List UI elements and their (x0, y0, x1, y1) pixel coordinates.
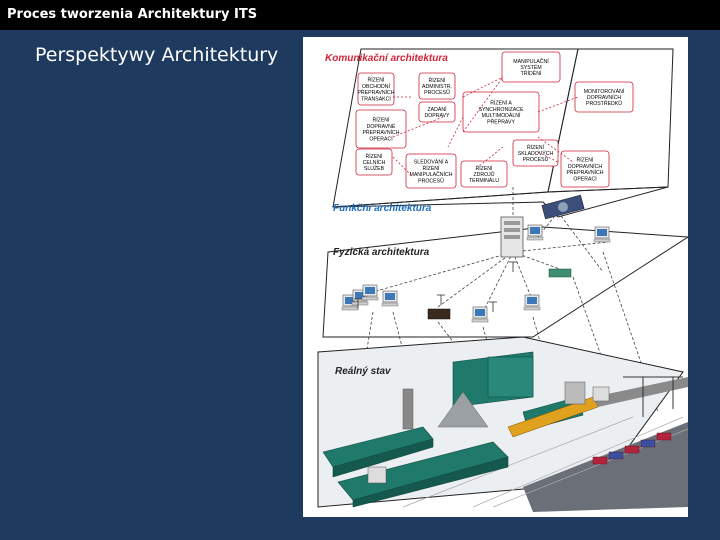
function-box-line: MONITOROVÁNÍ (584, 88, 625, 95)
chimney-icon (403, 389, 413, 429)
computer-icon (524, 295, 540, 310)
function-box-line: ŘÍZENÍ (365, 152, 383, 160)
layer-label-communication: Komunikační architektura (325, 53, 448, 64)
computer-icon (382, 291, 398, 306)
slide-header: Proces tworzenia Architektury ITS (0, 0, 720, 30)
function-box-line: ŘÍZENÍ (367, 76, 385, 84)
layer-label-functional: Funkční architektura (333, 203, 432, 214)
function-box-line: CELNÍCH (363, 159, 386, 166)
function-box-line: PŘEPRAVNÍCH (566, 168, 603, 176)
function-box-line: OBCHODNÍ (362, 83, 391, 90)
function-box-line: TRANSAKCÍ (361, 95, 391, 102)
function-box-line: DOPRAVNÉ (367, 123, 396, 130)
function-box-line: ZADÁNÍ (427, 106, 447, 113)
function-box-line: SYSTÉM (520, 64, 541, 71)
function-box-line: TERMINÁLU (469, 177, 499, 184)
function-box-line: ŘÍZENÍ (372, 116, 390, 124)
function-box-line: MANIPULAČNÍCH (410, 171, 453, 178)
function-box-line: SKLADOVÝCH (518, 150, 554, 157)
function-box-line: PROSTŘEDKŮ (586, 99, 622, 107)
function-box-line: PROCESŮ (418, 177, 444, 184)
function-box-line: PŘEPRAVNÍCH (357, 88, 394, 96)
function-box-line: PŘEPRAVNÍCH (362, 128, 399, 136)
vehicle-unit-icon (549, 269, 571, 277)
function-box-line: PROCESŮ (523, 156, 549, 163)
function-box-line: ŘÍZENÍ (475, 164, 493, 172)
slide-subtitle: Perspektywy Architektury (35, 44, 278, 66)
function-box-line: DOPRAVNÍCH (587, 94, 621, 101)
function-box-line: ŘÍZENÍ (422, 164, 440, 172)
function-box-line: PŘEPRAVY (487, 117, 515, 125)
function-box-line: SYNCHRONIZACE (479, 107, 525, 113)
function-box-line: SLUŽEB (364, 164, 385, 172)
computer-icon (362, 285, 378, 300)
function-box-line: OPERACÍ (369, 135, 393, 142)
function-box-line: DOPRAVNÍCH (568, 163, 602, 170)
radio-icon (428, 309, 450, 319)
function-box-line: SLEDOVÁNÍ A (414, 159, 449, 166)
computer-icon (527, 225, 543, 240)
function-box-line: MANIPULAČNÍ (513, 58, 549, 65)
computer-icon (594, 227, 610, 242)
function-box-line: DOPRAVY (425, 113, 451, 119)
function-box-line: ZDROJŮ (473, 171, 494, 178)
architecture-diagram: Komunikační architektura Funkční archite… (303, 37, 688, 517)
function-box-line: PROCESŮ (424, 89, 450, 96)
computer-icon (472, 307, 488, 322)
function-box-b5: ŘÍZENÍ ASYNCHRONIZACEMULTIMODÁLNÍPŘEPRAV… (463, 92, 539, 132)
layer-label-real: Reálný stav (335, 366, 392, 377)
layer-label-physical: Fyzická architektura (333, 247, 430, 258)
function-box-line: ADMINISTR. (422, 84, 452, 90)
function-box-line: TŘÍDĚNÍ (521, 69, 542, 77)
function-box-line: OPERACÍ (573, 175, 597, 182)
function-box-line: ŘÍZENÍ (527, 143, 545, 151)
function-box-line: ŘÍZENÍ (576, 156, 594, 164)
function-box-line: ŘÍZENÍ A (490, 99, 512, 107)
function-box-line: ŘÍZENÍ (428, 76, 446, 84)
function-box-line: MULTIMODÁLNÍ (482, 112, 521, 119)
